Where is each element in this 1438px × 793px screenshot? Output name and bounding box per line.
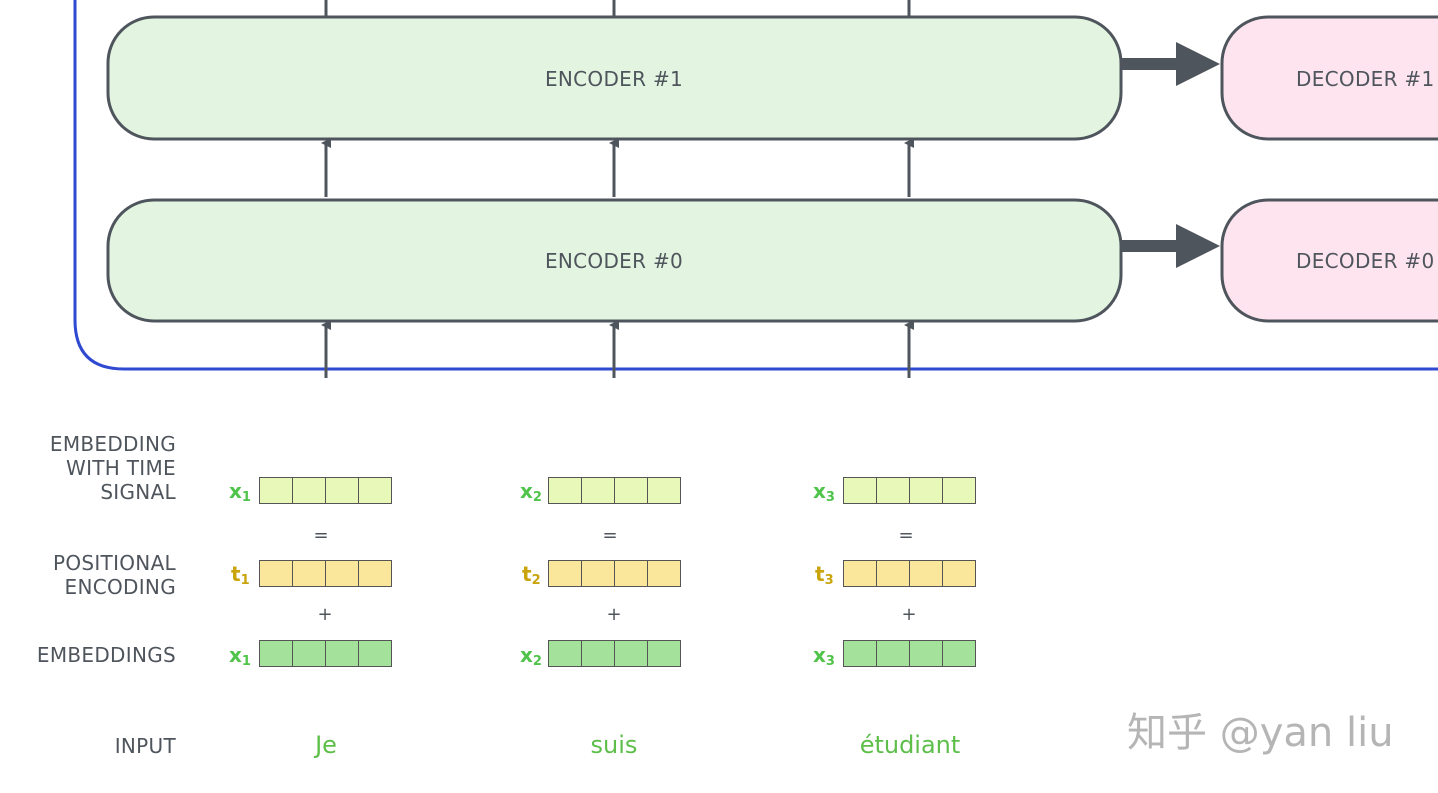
decoder-0-box: [1220, 198, 1438, 323]
encoder-1-to-decoder-1-arrow: [1121, 42, 1220, 86]
row-label-positional-encoding: POSITIONAL ENCODING: [53, 551, 176, 599]
equals-sign-1: =: [313, 525, 329, 546]
t1-label: t1: [231, 562, 250, 588]
encoder-stack-frame: [73, 0, 1438, 371]
x1-label: x1: [229, 479, 251, 505]
row-label-line: ENCODING: [64, 575, 176, 599]
row-label-embedding-with-time-signal: EMBEDDING WITH TIME SIGNAL: [50, 432, 176, 504]
decoder-1-box: [1220, 15, 1438, 141]
encoder-1-label: ENCODER #1: [545, 67, 683, 91]
x3-embedding-label: x3: [813, 643, 835, 669]
row-label-line: SIGNAL: [100, 480, 176, 504]
embedding-with-time-vector-2: [548, 477, 681, 504]
decoder-1-label: DECODER #1: [1296, 67, 1435, 91]
row-label-embeddings: EMBEDDINGS: [36, 643, 176, 667]
t2-label: t2: [522, 562, 541, 588]
input-word-2: suis: [590, 731, 638, 759]
t3-label: t3: [815, 562, 834, 588]
embedding-vector-2: [548, 640, 681, 667]
encoder-0-to-decoder-0-arrow: [1121, 224, 1220, 268]
positional-encoding-vector-3: [843, 560, 976, 587]
plus-sign-3: +: [901, 604, 917, 625]
embedding-vector-3: [843, 640, 976, 667]
equals-sign-3: =: [898, 525, 914, 546]
row-label-line: EMBEDDING: [49, 432, 176, 456]
positional-encoding-vector-1: [259, 560, 392, 587]
decoder-0-label: DECODER #0: [1296, 249, 1435, 273]
plus-sign-1: +: [317, 604, 333, 625]
row-label-line: WITH TIME: [66, 456, 176, 480]
row-label-input: INPUT: [114, 734, 176, 758]
x2-label: x2: [520, 479, 542, 505]
x2-embedding-label: x2: [520, 643, 542, 669]
x1-embedding-label: x1: [229, 643, 251, 669]
positional-encoding-vector-2: [548, 560, 681, 587]
input-word-1: Je: [315, 731, 337, 759]
watermark: 知乎 @yan liu: [1127, 710, 1394, 756]
x3-label: x3: [813, 479, 835, 505]
encoder-0-label: ENCODER #0: [545, 249, 683, 273]
embedding-vector-1: [259, 640, 392, 667]
embedding-with-time-vector-1: [259, 477, 392, 504]
input-word-3: étudiant: [859, 731, 961, 759]
embedding-with-time-vector-3: [843, 477, 976, 504]
plus-sign-2: +: [606, 604, 622, 625]
equals-sign-2: =: [602, 525, 618, 546]
row-label-line: POSITIONAL: [52, 551, 176, 575]
